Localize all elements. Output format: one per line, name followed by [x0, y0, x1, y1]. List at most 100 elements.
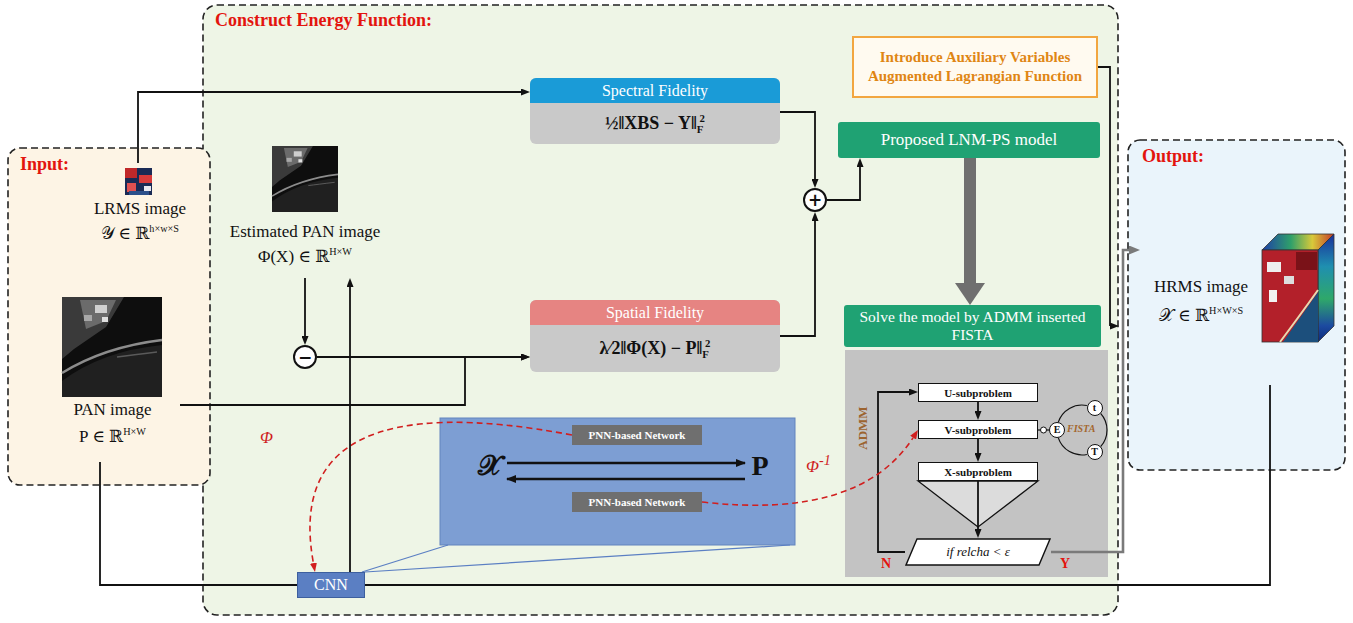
text-slot: Estimated PAN image	[225, 222, 385, 242]
box-label: PNN-based Network	[589, 429, 686, 441]
subproblem-box: X-subproblem	[918, 462, 1038, 481]
text-slot: LRMS image	[85, 199, 195, 219]
superscript: -1	[819, 452, 831, 468]
box-label: −	[298, 349, 312, 366]
superscript: h×w×S	[149, 223, 179, 234]
flow-arrow	[780, 112, 815, 179]
text-slot: Input:	[20, 154, 140, 175]
composition-dot	[1041, 427, 1047, 433]
text-slot: 𝒳 ∈ ℝH×W×S	[1142, 305, 1260, 326]
superscript: 2	[705, 337, 710, 349]
box-label: Output:	[1142, 146, 1204, 167]
admm-panel: ADMM U-subproblemV-subproblem EtT X-subprob…	[845, 350, 1108, 577]
box-label: Introduce Auxiliary Variables Augmented …	[860, 48, 1090, 86]
flow-arrow	[1051, 250, 1129, 552]
flow-arrow	[977, 439, 979, 453]
box-label: 𝒳 ∈ ℝH×W×S	[1159, 305, 1243, 326]
connector-line	[362, 545, 448, 572]
box-label: if relcha < ε	[946, 544, 1010, 560]
box-label: PNN-based Network	[589, 496, 686, 508]
box-label: ½‖XBS − Y‖F2	[605, 113, 705, 134]
input-panel: Input: LRMS image 𝒴 ∈ ℝh×w×S PAN image P ∈ ℝ…	[8, 148, 210, 485]
connector-line	[1058, 405, 1087, 422]
box-label: Φ(X) ∈ ℝH×W	[258, 246, 352, 267]
box-label: X-subproblem	[944, 466, 1012, 478]
flow-arrow	[780, 221, 815, 336]
box-label: Input:	[20, 154, 69, 175]
box-label: CNN	[314, 576, 348, 594]
flow-arrow	[1098, 67, 1110, 326]
text-slot: HRMS image	[1142, 277, 1260, 297]
box-label: HRMS image	[1154, 277, 1248, 297]
text-slot: Spectral Fidelity	[530, 78, 780, 103]
network-box: PNN-based Network	[572, 492, 702, 512]
note-box: Introduce Auxiliary Variables Augmented …	[852, 36, 1098, 98]
text-slot: Output:	[1142, 146, 1262, 167]
fidelity-box: Spectral Fidelity ½‖XBS − Y‖F2	[530, 78, 780, 144]
connector-line	[1058, 438, 1087, 455]
annotation-label: FISTA	[1067, 423, 1095, 434]
edge-label: N	[881, 556, 891, 572]
box-label: t	[1093, 403, 1096, 413]
network-box: PNN-based Network	[572, 425, 702, 445]
box-label: +	[808, 192, 822, 209]
box-label: U-subproblem	[944, 387, 1012, 399]
box-label: Spatial Fidelity	[606, 304, 704, 322]
plus-circle: +	[803, 188, 827, 212]
edge-label: Φ	[260, 428, 273, 448]
box-label: E	[1054, 425, 1061, 435]
box-label: LRMS image	[94, 199, 186, 219]
fista-node: E	[1049, 422, 1065, 438]
text-slot: 𝒴 ∈ ℝh×w×S	[85, 223, 195, 244]
text-slot: λ⁄2‖Φ(X) − P‖F2	[530, 325, 780, 372]
box-label: Proposed LNM-PS model	[881, 130, 1058, 150]
box-label: 𝒳	[478, 450, 502, 483]
text-slot: PAN image	[45, 400, 180, 420]
subproblem-box: V-subproblem	[918, 420, 1038, 439]
cnn-box: CNN	[297, 572, 365, 598]
flow-arrow	[977, 402, 979, 411]
text-slot: 𝒳	[465, 450, 515, 483]
connector-line	[1101, 413, 1107, 446]
network-panel: 𝒳PPNN-based NetworkPNN-based Network	[440, 418, 795, 545]
flow-arrow	[827, 167, 860, 200]
box-label: Spectral Fidelity	[602, 82, 708, 100]
text-slot: P	[735, 450, 785, 482]
box-label: 𝒴 ∈ ℝh×w×S	[101, 223, 179, 244]
box-label: ADMM	[855, 406, 871, 449]
fista-node: T	[1087, 444, 1103, 460]
superscript: H×W	[329, 246, 352, 257]
box-label: Estimated PAN image	[230, 222, 380, 242]
flow-arrow	[964, 158, 976, 283]
subscript: F	[697, 123, 704, 135]
box-label: P	[751, 450, 768, 482]
flow-arrow	[702, 438, 913, 506]
text-slot: P ∈ ℝH×W	[45, 426, 180, 447]
image-node: Estimated PAN imageΦ(X) ∈ ℝH×W	[225, 140, 385, 278]
superscript: H×W	[123, 426, 146, 437]
solver-box: Solve the model by ADMM inserted FISTA	[844, 305, 1101, 347]
fidelity-box: Spatial Fidelity λ⁄2‖Φ(X) − P‖F2	[530, 300, 780, 372]
model-box: Proposed LNM-PS model	[838, 122, 1100, 158]
connector-line	[365, 385, 1270, 585]
connector-line	[100, 462, 297, 585]
minus-circle: −	[293, 345, 317, 369]
image-node: LRMS image 𝒴 ∈ ℝh×w×S	[85, 163, 195, 255]
superscript: H×W×S	[1209, 305, 1243, 316]
flow-arrow	[304, 278, 306, 336]
flow-arrow	[977, 481, 979, 529]
energy-panel: Construct Energy Function: Spectral Fidel…	[203, 5, 1118, 615]
box-label: λ⁄2‖Φ(X) − P‖F2	[600, 338, 711, 359]
box-label: Construct Energy Function:	[215, 10, 432, 31]
decision-box: if relcha < ε	[905, 538, 1051, 566]
box-label: P ∈ ℝH×W	[79, 426, 146, 447]
box-label: Solve the model by ADMM inserted FISTA	[849, 308, 1096, 344]
flow-arrow	[878, 392, 909, 552]
text-slot: Construct Energy Function:	[215, 10, 515, 31]
subproblem-box: U-subproblem	[918, 383, 1038, 402]
flow-arrow	[138, 92, 521, 163]
text-slot: ½‖XBS − Y‖F2	[530, 103, 780, 144]
text-slot: Φ(X) ∈ ℝH×W	[225, 246, 385, 267]
box-label: V-subproblem	[945, 424, 1012, 436]
